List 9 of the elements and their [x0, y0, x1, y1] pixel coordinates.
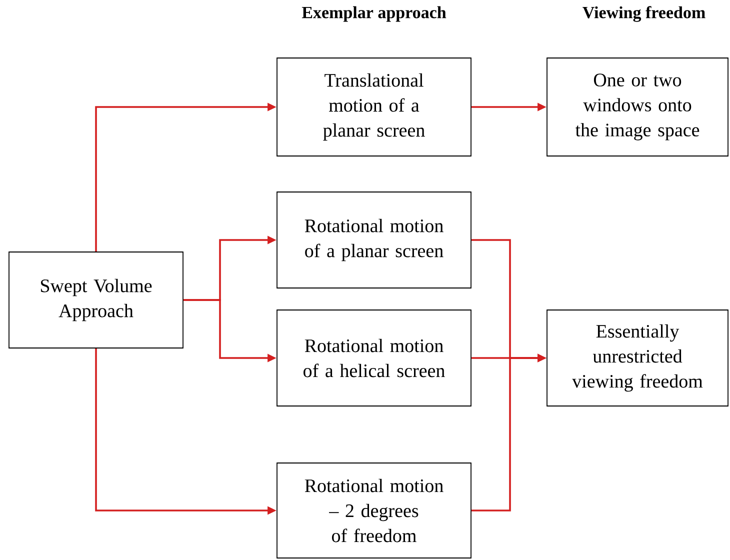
- column-heading: Viewing freedom: [582, 6, 706, 22]
- process-box: Swept Volume Approach: [8, 252, 184, 348]
- process-box: Essentially unrestricted viewing freedom: [546, 310, 728, 406]
- process-box: Translational motion of a planar screen: [276, 58, 472, 156]
- process-box: One or two windows onto the image space: [546, 58, 728, 156]
- column-heading: Exemplar approach: [302, 6, 446, 22]
- process-box: Rotational motion – 2 degrees of freedom: [276, 462, 472, 558]
- process-box: Rotational motion of a planar screen: [276, 192, 472, 288]
- process-box: Rotational motion of a helical screen: [276, 310, 472, 406]
